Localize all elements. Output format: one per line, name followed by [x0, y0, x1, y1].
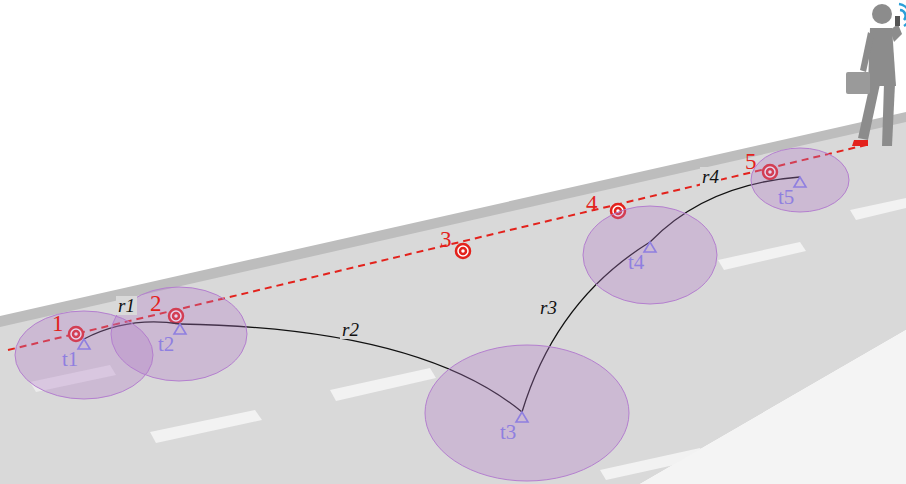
estimate-triangle — [644, 242, 656, 252]
lane-marking — [718, 242, 806, 270]
range-label: r1 — [116, 296, 137, 315]
estimate-triangle — [174, 324, 186, 334]
accuracy-region: t5 — [750, 147, 850, 213]
wifi-symbol — [899, 4, 906, 26]
lane-marking — [850, 198, 906, 220]
wifi-arc — [900, 10, 906, 20]
region-ellipse — [582, 205, 718, 305]
wifi-arc — [899, 4, 906, 26]
callout-number: 2 — [150, 292, 162, 315]
estimate-label: t5 — [778, 187, 794, 208]
target-marker — [456, 244, 470, 258]
estimate-label: t4 — [628, 252, 644, 273]
estimate-triangle — [78, 339, 90, 349]
sidewalk — [640, 330, 906, 484]
region-ellipse — [751, 148, 849, 212]
estimate-label: t3 — [500, 422, 516, 443]
estimate-label: t2 — [158, 334, 174, 355]
head — [872, 4, 892, 24]
phone — [895, 16, 900, 26]
region-ellipse — [424, 344, 630, 482]
callout-number: 5 — [745, 150, 757, 173]
leg — [882, 84, 895, 146]
lane-marking — [150, 410, 262, 443]
accuracy-region: t3 — [424, 344, 630, 482]
estimate-triangle — [794, 177, 806, 187]
estimate-label: t1 — [62, 349, 78, 370]
range-label: r4 — [700, 167, 721, 186]
lane-marking — [330, 368, 436, 401]
callout-number: 1 — [52, 312, 64, 335]
arm — [890, 24, 902, 42]
briefcase — [846, 72, 870, 94]
callout-number: 3 — [440, 228, 452, 251]
region-ellipse — [425, 345, 629, 481]
region-ellipse — [583, 206, 717, 304]
callout-number: 4 — [586, 192, 598, 215]
range-label: r2 — [340, 320, 361, 339]
arm — [860, 32, 874, 72]
range-label: r3 — [538, 298, 559, 317]
target-marker — [460, 248, 466, 254]
curb-stripe — [0, 112, 906, 327]
road-surface — [0, 118, 906, 484]
region-ellipse — [750, 147, 850, 213]
shoe — [852, 140, 868, 146]
accuracy-region: t4 — [582, 205, 718, 305]
pedestrian — [846, 4, 902, 146]
region-ellipse — [111, 287, 247, 381]
estimate-triangle — [516, 412, 528, 422]
